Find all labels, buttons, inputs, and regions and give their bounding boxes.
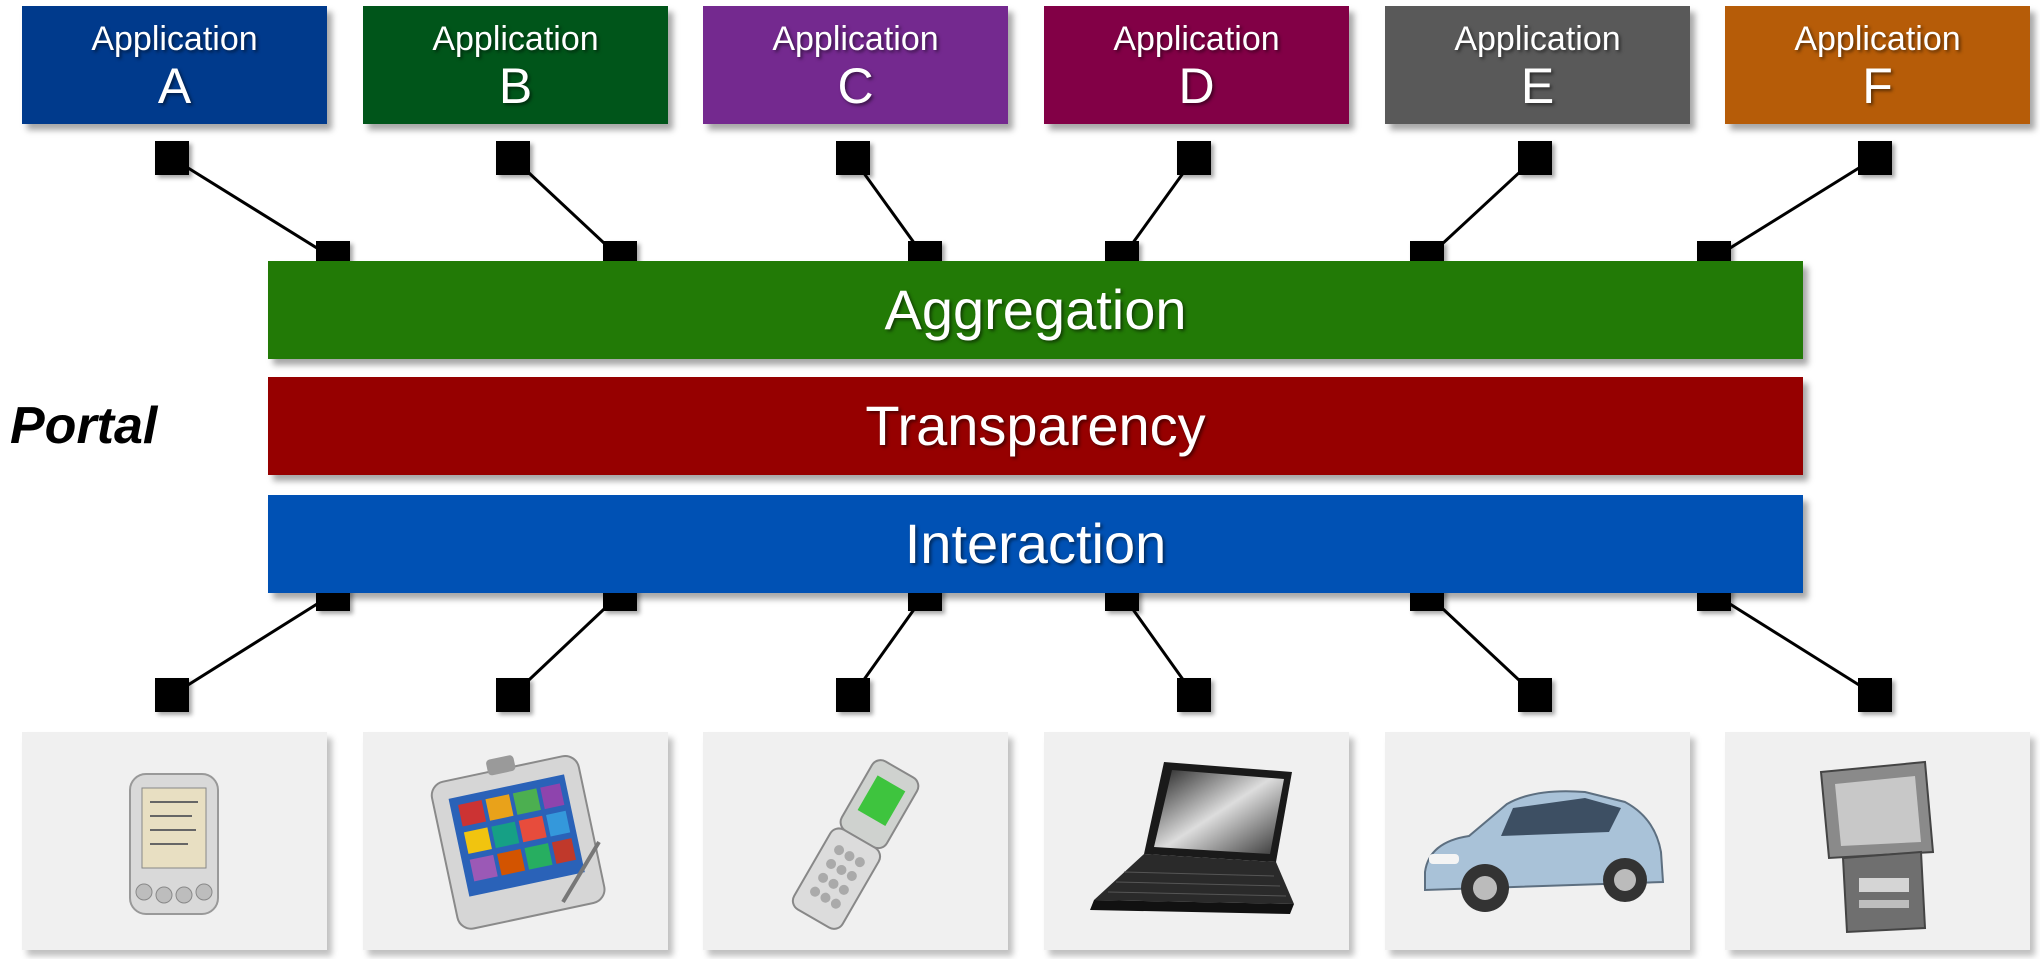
connector-line [171, 156, 334, 260]
connector-node [1518, 678, 1552, 712]
tablet-icon [430, 755, 606, 930]
connector-node [155, 141, 189, 175]
application-label: Application [1454, 20, 1621, 58]
connector-node [1177, 141, 1211, 175]
connector-line [511, 592, 622, 697]
kiosk-icon [1819, 760, 1935, 934]
connector-line [1425, 592, 1537, 697]
application-letter: A [157, 58, 192, 114]
application-letter: C [837, 58, 874, 114]
application-c-box: Application C [703, 6, 1008, 124]
connector-line [1425, 156, 1537, 260]
connector-node [836, 141, 870, 175]
application-d-box: Application D [1044, 6, 1349, 124]
connector-line [511, 156, 622, 260]
connector-node [496, 141, 530, 175]
application-label: Application [1794, 20, 1961, 58]
device-card-car [1385, 732, 1690, 950]
interaction-layer: Interaction [268, 495, 1803, 593]
device-card-kiosk [1725, 732, 2030, 950]
transparency-layer: Transparency [268, 377, 1803, 475]
application-label: Application [772, 20, 939, 58]
connector-line [1713, 156, 1876, 260]
device-card-flip-phone [703, 732, 1008, 950]
application-e-box: Application E [1385, 6, 1690, 124]
application-letter: F [1862, 58, 1893, 114]
application-letter: E [1520, 58, 1555, 114]
connector-node [1858, 678, 1892, 712]
flip-phone-icon [791, 759, 920, 930]
connector-node [836, 678, 870, 712]
connector-node [496, 678, 530, 712]
application-letter: B [498, 58, 533, 114]
application-f-box: Application F [1725, 6, 2030, 124]
connector-node [155, 678, 189, 712]
application-a-box: Application A [22, 6, 327, 124]
application-letter: D [1178, 58, 1215, 114]
connector-node [1177, 678, 1211, 712]
pda-icon [129, 773, 219, 915]
car-icon [1424, 790, 1665, 912]
application-label: Application [432, 20, 599, 58]
aggregation-layer: Aggregation [268, 261, 1803, 359]
device-card-pda [22, 732, 327, 950]
application-label: Application [1113, 20, 1280, 58]
connector-node [1518, 141, 1552, 175]
application-label: Application [91, 20, 258, 58]
device-card-laptop [1044, 732, 1349, 950]
laptop-icon [1090, 762, 1294, 914]
connector-line [1713, 592, 1876, 697]
device-card-tablet [363, 732, 668, 950]
connector-line [171, 592, 334, 697]
connector-node [1858, 141, 1892, 175]
portal-label: Portal [10, 397, 158, 455]
application-b-box: Application B [363, 6, 668, 124]
